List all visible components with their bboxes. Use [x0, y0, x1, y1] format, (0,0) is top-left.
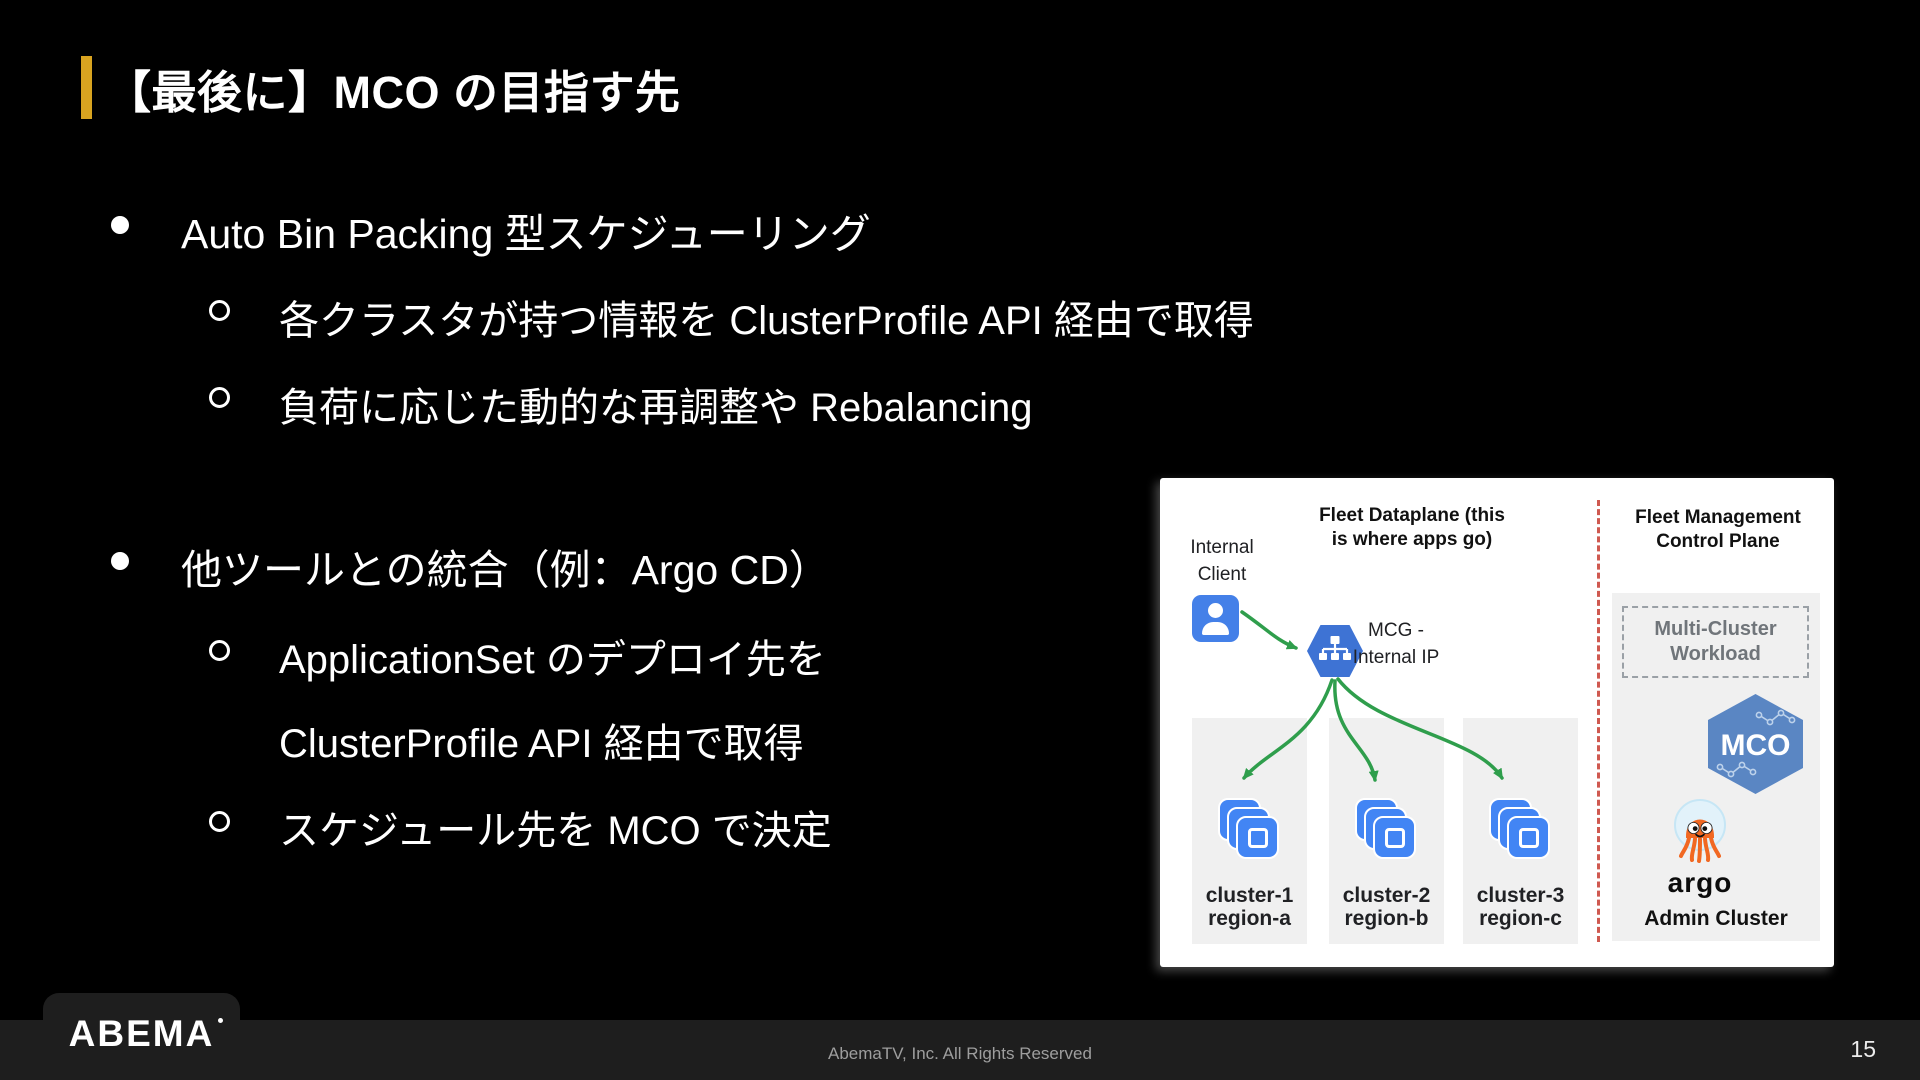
control-plane-title: Fleet Management Control Plane [1635, 507, 1801, 552]
argo-wordmark: argo [1667, 867, 1733, 898]
sub-bullet-ring-icon [209, 300, 230, 321]
sub-bullet-ring-icon [209, 811, 230, 832]
sub-bullet-ring-icon [209, 640, 230, 661]
sub-bullet-ring-icon [209, 387, 230, 408]
architecture-diagram: Fleet Dataplane (this is where apps go) … [1160, 478, 1834, 967]
plane-divider [1597, 500, 1600, 942]
mcg-label: MCG - Internal IP [1352, 620, 1440, 668]
admin-cluster-panel: Multi-Cluster Workload MCO [1612, 593, 1820, 941]
bullet-item: 他ツールとの統合（例：Argo CD） [181, 547, 830, 593]
title-accent-bar [81, 56, 92, 119]
registered-mark-icon [218, 1017, 224, 1023]
cluster-name: cluster-1 [1205, 884, 1294, 907]
sub-bullet-item: 各クラスタが持つ情報を ClusterProfile API 経由で取得 [279, 299, 1254, 343]
bullet-dot-icon [111, 552, 129, 570]
admin-cluster-label: Admin Cluster [1644, 907, 1788, 930]
cluster-name: cluster-2 [1342, 884, 1431, 907]
cluster-region: region-a [1208, 907, 1291, 930]
abema-logo: ABEMA [69, 1013, 224, 1055]
argo-octopus-icon [1674, 799, 1726, 863]
bullet-dot-icon [111, 216, 129, 234]
dataplane-title: Fleet Dataplane (this is where apps go) [1319, 505, 1505, 550]
page-number: 15 [1850, 1036, 1876, 1062]
cluster-column: cluster-1 region-a [1192, 718, 1307, 944]
bullet-item: Auto Bin Packing 型スケジューリング [181, 211, 871, 257]
multi-cluster-workload-box: Multi-Cluster Workload [1622, 606, 1809, 678]
sub-bullet-item-continuation: ClusterProfile API 経由で取得 [279, 722, 804, 766]
cluster-column: cluster-3 region-c [1463, 718, 1578, 944]
mcg-load-balancer-icon [1307, 625, 1363, 677]
cluster-stack-icon [1355, 798, 1419, 862]
footer-bar [0, 1020, 1920, 1080]
sub-bullet-item: 負荷に応じた動的な再調整や Rebalancing [279, 386, 1033, 430]
internal-client-label: Internal Client [1190, 537, 1254, 585]
cluster-stack-icon [1489, 798, 1553, 862]
sub-bullet-item: ApplicationSet のデプロイ先を [279, 638, 826, 682]
sub-bullet-item: スケジュール先を MCO で決定 [279, 809, 832, 853]
cluster-region: region-c [1479, 907, 1562, 930]
cluster-stack-icon [1218, 798, 1282, 862]
cluster-column: cluster-2 region-b [1329, 718, 1444, 944]
internal-client-icon [1192, 595, 1239, 642]
copyright-text: AbemaTV, Inc. All Rights Reserved [828, 1044, 1092, 1063]
mco-label: MCO [1721, 729, 1791, 762]
abema-logo-tab: ABEMA [43, 993, 240, 1080]
mco-hexagon-icon: MCO [1708, 694, 1803, 794]
cluster-region: region-b [1344, 907, 1429, 930]
page-title: 【最後に】MCO の目指す先 [106, 67, 681, 118]
cluster-name: cluster-3 [1476, 884, 1565, 907]
